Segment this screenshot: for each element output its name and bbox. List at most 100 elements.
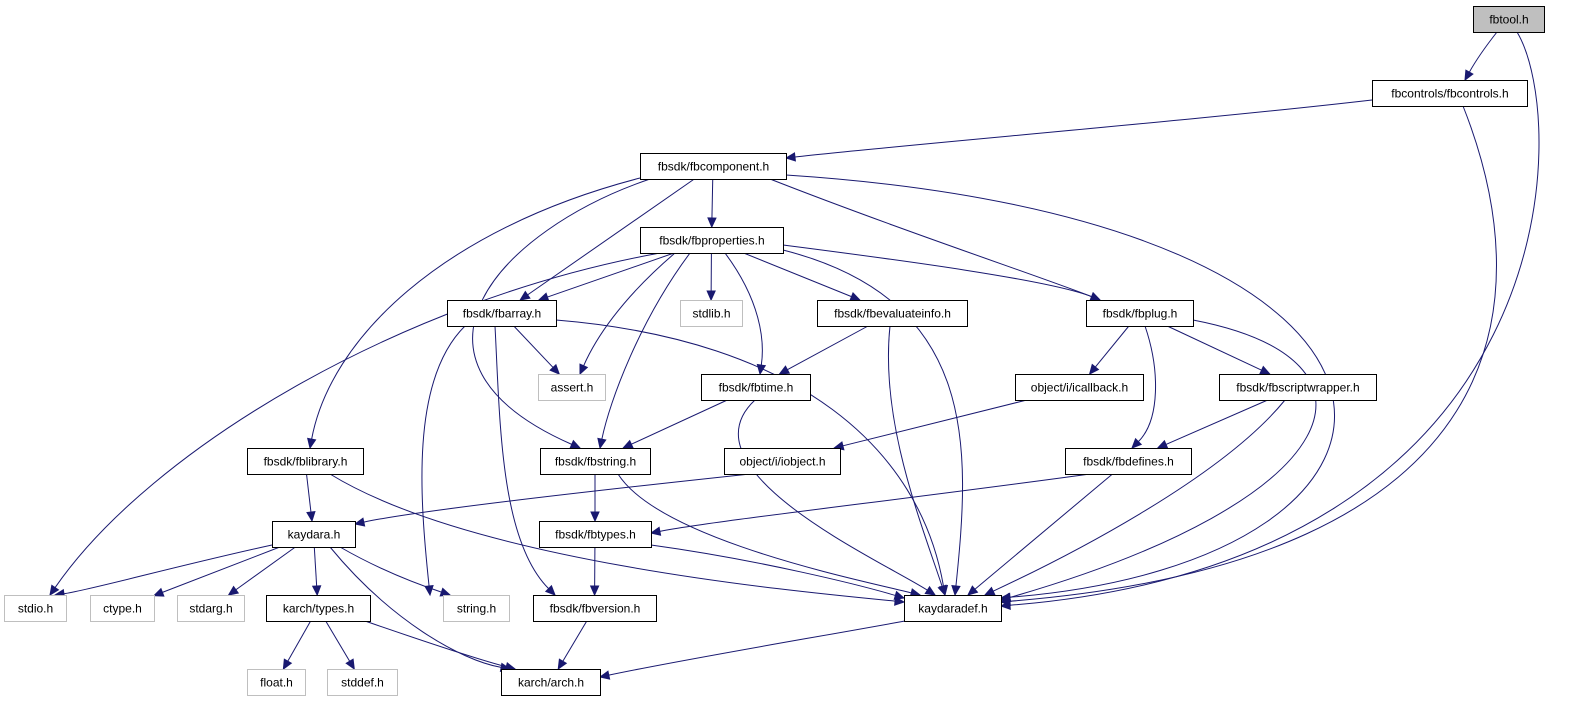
node-label: fbsdk/fbscriptwrapper.h xyxy=(1236,381,1359,395)
edge-fbcomponent-to-fblibrary xyxy=(307,177,641,450)
node-fbevaluateinfo[interactable]: fbsdk/fbevaluateinfo.h xyxy=(817,300,968,327)
arrowhead xyxy=(579,363,589,376)
node-ctype: ctype.h xyxy=(90,595,155,622)
node-box xyxy=(640,227,784,254)
node-fbplug[interactable]: fbsdk/fbplug.h xyxy=(1086,300,1194,327)
node-fbstring[interactable]: fbsdk/fbstring.h xyxy=(540,448,651,475)
node-box xyxy=(272,521,356,548)
node-label: fbsdk/fbplug.h xyxy=(1103,307,1178,321)
node-fbtypes[interactable]: fbsdk/fbtypes.h xyxy=(539,521,652,548)
node-assert: assert.h xyxy=(538,374,606,401)
node-label: fbsdk/fbevaluateinfo.h xyxy=(834,307,951,321)
arrowhead xyxy=(784,152,796,162)
node-iobject[interactable]: object/i/iobject.h xyxy=(724,448,841,475)
edge-fbevaluateinfo-to-fbtime xyxy=(778,325,869,375)
edge-fbtime-to-fbstring xyxy=(622,399,728,449)
node-fbtime[interactable]: fbsdk/fbtime.h xyxy=(701,374,811,401)
edge-iobject-to-kaydara xyxy=(353,473,751,527)
node-karchtypes[interactable]: karch/types.h xyxy=(266,595,371,622)
node-fbarray[interactable]: fbsdk/fbarray.h xyxy=(447,300,557,327)
node-box xyxy=(539,521,652,548)
nodes-layer: fbtool.h fbcontrols/fbcontrols.h fbsdk/fbc… xyxy=(4,6,1545,696)
arrowhead xyxy=(951,585,961,597)
node-box xyxy=(447,300,557,327)
edge-fbcontrols-to-fbcomponent xyxy=(784,99,1373,162)
edge-fbdefines-to-kaydaradef xyxy=(967,473,1113,596)
node-box xyxy=(1473,6,1545,33)
node-label: fbsdk/fbstring.h xyxy=(555,455,636,469)
node-label: object/i/icallback.h xyxy=(1031,381,1128,395)
node-label: kaydaradef.h xyxy=(918,602,987,616)
node-string: string.h xyxy=(443,595,510,622)
edge-fbplug-to-fbscriptwrapper xyxy=(1167,325,1271,375)
arrowhead xyxy=(649,526,662,536)
node-label: fbsdk/fbtime.h xyxy=(719,381,794,395)
node-icallback[interactable]: object/i/icallback.h xyxy=(1015,374,1144,401)
node-label: fbsdk/fbdefines.h xyxy=(1083,455,1174,469)
arrowhead xyxy=(597,437,607,450)
arrowhead xyxy=(306,511,316,523)
edge-fbscriptwrapper-to-fbdefines xyxy=(1156,399,1268,449)
node-box xyxy=(1015,374,1144,401)
edge-fbcontrols-to-kaydaradef xyxy=(999,105,1497,606)
edge-fbstring-to-kaydaradef xyxy=(617,473,922,598)
node-stdlib: stdlib.h xyxy=(680,300,743,327)
node-fbproperties[interactable]: fbsdk/fbproperties.h xyxy=(640,227,784,254)
edge-fbplug-to-kaydaradef xyxy=(999,319,1317,602)
node-fbcontrols[interactable]: fbcontrols/fbcontrols.h xyxy=(1372,80,1528,107)
node-box xyxy=(540,448,651,475)
node-fbdefines[interactable]: fbsdk/fbdefines.h xyxy=(1065,448,1192,475)
arrowhead xyxy=(589,585,600,597)
node-karcharch[interactable]: karch/arch.h xyxy=(501,669,601,696)
edge-kaydaradef-to-karcharch xyxy=(598,620,906,680)
node-label: fbsdk/fbtypes.h xyxy=(555,528,636,542)
arrowhead xyxy=(937,584,947,597)
node-fbtool[interactable]: fbtool.h xyxy=(1473,6,1545,33)
arrowhead xyxy=(1156,439,1169,449)
node-box xyxy=(4,595,67,622)
edge-fbproperties-to-stdlib xyxy=(706,252,716,302)
node-kaydara[interactable]: kaydara.h xyxy=(272,521,356,548)
node-box xyxy=(640,153,787,180)
arrowhead xyxy=(1464,69,1474,82)
node-label: kaydara.h xyxy=(288,528,341,542)
node-box xyxy=(1065,448,1192,475)
arrowhead xyxy=(537,292,550,302)
edge-fbtypes-to-fbversion xyxy=(589,546,600,597)
node-label: stdio.h xyxy=(18,602,53,616)
arrowhead xyxy=(622,439,634,449)
edge-fbproperties-to-stdio xyxy=(49,252,661,597)
node-box xyxy=(724,448,841,475)
node-box xyxy=(1086,300,1194,327)
arrowhead xyxy=(49,584,60,597)
arrowhead xyxy=(1089,292,1102,301)
node-box xyxy=(247,669,306,696)
arrowhead xyxy=(967,585,979,596)
edge-kaydara-to-string xyxy=(339,546,452,597)
arrowhead xyxy=(1259,365,1271,375)
arrowhead xyxy=(152,587,165,597)
node-fbcomponent[interactable]: fbsdk/fbcomponent.h xyxy=(640,153,787,180)
node-label: stdlib.h xyxy=(692,307,730,321)
node-box xyxy=(701,374,811,401)
node-label: string.h xyxy=(457,602,496,616)
node-box xyxy=(443,595,510,622)
arrowhead xyxy=(544,584,556,596)
edge-fbproperties-to-fbplug xyxy=(782,244,1102,301)
arrowhead xyxy=(924,585,937,596)
edge-fbproperties-to-fbarray xyxy=(537,252,675,302)
node-label: karch/types.h xyxy=(283,602,354,616)
edge-fbproperties-to-fbevaluateinfo xyxy=(743,252,861,301)
edge-fbscriptwrapper-to-kaydaradef xyxy=(983,399,1286,596)
node-fbscriptwrapper[interactable]: fbsdk/fbscriptwrapper.h xyxy=(1219,374,1377,401)
edge-fbtypes-to-kaydaradef xyxy=(650,544,906,600)
node-fblibrary[interactable]: fbsdk/fblibrary.h xyxy=(247,448,364,475)
arrowhead xyxy=(353,517,366,527)
edge-fbstring-to-fbtypes xyxy=(590,474,600,523)
node-label: karch/arch.h xyxy=(518,676,584,690)
node-kaydaradef[interactable]: kaydaradef.h xyxy=(904,595,1002,622)
node-label: stddef.h xyxy=(341,676,384,690)
node-float: float.h xyxy=(247,669,306,696)
node-fbversion[interactable]: fbsdk/fbversion.h xyxy=(533,595,657,622)
